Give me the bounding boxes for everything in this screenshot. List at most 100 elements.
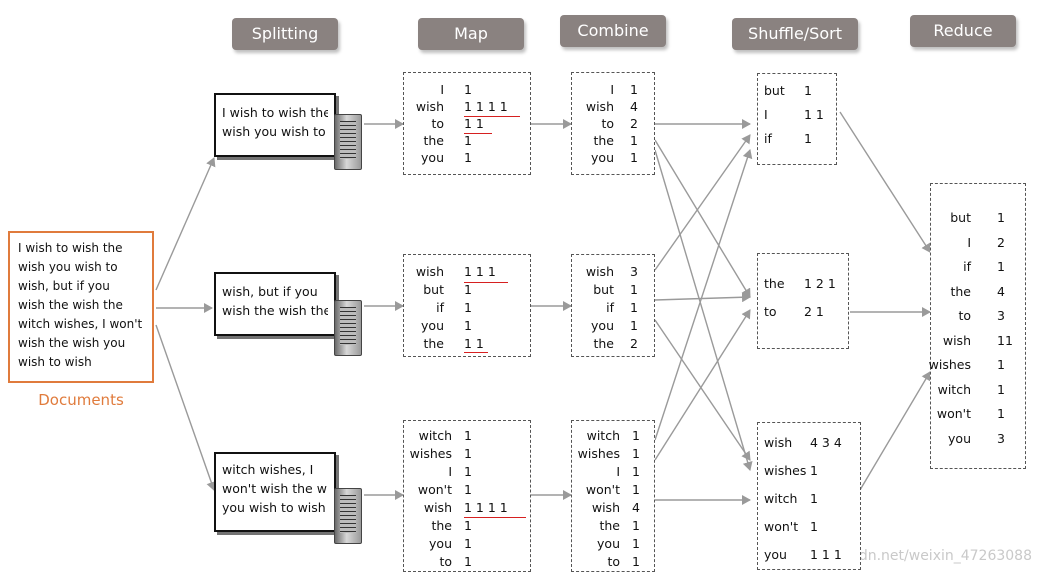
kv-value: 2 bbox=[630, 336, 638, 351]
kv-value: 1 1 1 bbox=[464, 264, 496, 279]
flow-arrow bbox=[654, 319, 751, 461]
kv-key: I bbox=[440, 82, 444, 97]
flow-arrow bbox=[654, 292, 751, 303]
document-line: wish the wish the bbox=[18, 298, 123, 312]
kv-value: 1 bbox=[810, 463, 818, 478]
kv-value: 3 bbox=[997, 430, 1005, 446]
kv-key: you bbox=[764, 547, 787, 562]
kv-key: but bbox=[593, 282, 614, 297]
map-underline bbox=[464, 116, 520, 117]
kv-key: but bbox=[764, 83, 785, 98]
split-line: witch wishes, I bbox=[222, 462, 314, 477]
kv-key: witch bbox=[418, 428, 452, 443]
server-icon bbox=[334, 300, 362, 356]
kv-value: 1 bbox=[997, 210, 1005, 225]
kv-value: 1 bbox=[630, 150, 638, 165]
kv-value: 1 1 1 1 bbox=[464, 500, 508, 515]
kv-key: but bbox=[950, 210, 971, 225]
flow-arrow bbox=[654, 149, 753, 471]
kv-value: 1 bbox=[997, 381, 1005, 397]
kv-key: you bbox=[597, 536, 620, 551]
flow-arrow bbox=[654, 309, 751, 461]
kv-key: wish bbox=[764, 435, 793, 450]
flow-arrow bbox=[839, 111, 931, 253]
document-line: wish to wish bbox=[18, 355, 92, 369]
kv-value: 1 1 1 1 bbox=[464, 99, 508, 114]
kv-value: 1 bbox=[632, 536, 640, 551]
kv-key: I bbox=[967, 234, 971, 250]
kv-value: 1 bbox=[464, 536, 472, 551]
kv-key: if bbox=[436, 300, 444, 315]
kv-key: to bbox=[764, 304, 777, 319]
split-line: wish, but if you bbox=[222, 284, 318, 299]
kv-value: 2 1 bbox=[804, 304, 824, 319]
document-line: wish the wish you bbox=[18, 336, 126, 350]
server-icon bbox=[334, 114, 362, 170]
kv-value: 4 bbox=[632, 500, 640, 515]
document-line: wish, but if you bbox=[18, 279, 110, 293]
kv-key: won't bbox=[936, 406, 971, 421]
kv-key: I bbox=[616, 464, 620, 479]
kv-value: 1 1 bbox=[804, 107, 824, 122]
kv-key: won't bbox=[585, 482, 620, 497]
kv-value: 4 3 4 bbox=[810, 435, 842, 450]
kv-key: I bbox=[610, 82, 614, 97]
flow-arrow bbox=[654, 149, 753, 441]
document-line: wish you wish to bbox=[18, 260, 118, 274]
kv-key: you bbox=[429, 536, 452, 551]
kv-key: wish bbox=[415, 264, 444, 279]
kv-value: 1 bbox=[997, 357, 1005, 372]
kv-key: witch bbox=[764, 491, 798, 506]
kv-key: wishes bbox=[928, 357, 971, 372]
kv-value: 1 bbox=[997, 259, 1005, 274]
kv-key: witch bbox=[937, 381, 971, 397]
kv-key: wishes bbox=[577, 446, 620, 461]
split-box-1: I wish to wish the wish you wish to bbox=[214, 93, 336, 157]
split-line: wish you wish to bbox=[222, 124, 326, 139]
kv-value: 1 bbox=[804, 83, 812, 98]
kv-value: 1 bbox=[632, 482, 640, 497]
map-underline bbox=[464, 517, 526, 518]
kv-value: 3 bbox=[630, 264, 638, 279]
kv-key: you bbox=[591, 318, 614, 333]
kv-value: 1 bbox=[632, 518, 640, 533]
kv-key: if bbox=[764, 131, 772, 146]
kv-key: wishes bbox=[409, 446, 452, 461]
kv-key: to bbox=[431, 116, 444, 131]
kv-value: 1 bbox=[464, 464, 472, 479]
map-underline bbox=[464, 282, 508, 283]
flow-arrow bbox=[654, 134, 751, 271]
split-box-2: wish, but if you wish the wish the bbox=[214, 272, 336, 336]
kv-value: 1 bbox=[464, 554, 472, 569]
split-line: you wish to wish bbox=[222, 500, 326, 515]
kv-value: 1 bbox=[997, 406, 1005, 421]
kv-key: the bbox=[950, 283, 971, 299]
split-line: won't wish the wi bbox=[222, 481, 328, 496]
phase-map: Map bbox=[418, 18, 524, 50]
kv-value: 1 bbox=[632, 428, 640, 443]
kv-value: 1 bbox=[632, 446, 640, 461]
kv-key: you bbox=[421, 150, 444, 165]
kv-key: to bbox=[601, 116, 614, 131]
kv-key: I bbox=[764, 107, 768, 122]
server-icon bbox=[334, 488, 362, 544]
flow-arrow bbox=[155, 324, 217, 491]
kv-value: 1 bbox=[810, 519, 818, 534]
kv-key: wish bbox=[585, 99, 614, 114]
kv-value: 1 bbox=[804, 131, 812, 146]
split-line: wish the wish the bbox=[222, 303, 328, 318]
kv-value: 1 bbox=[464, 82, 472, 97]
kv-value: 1 bbox=[464, 428, 472, 443]
kv-key: I bbox=[448, 464, 452, 479]
kv-value: 1 bbox=[632, 464, 640, 479]
